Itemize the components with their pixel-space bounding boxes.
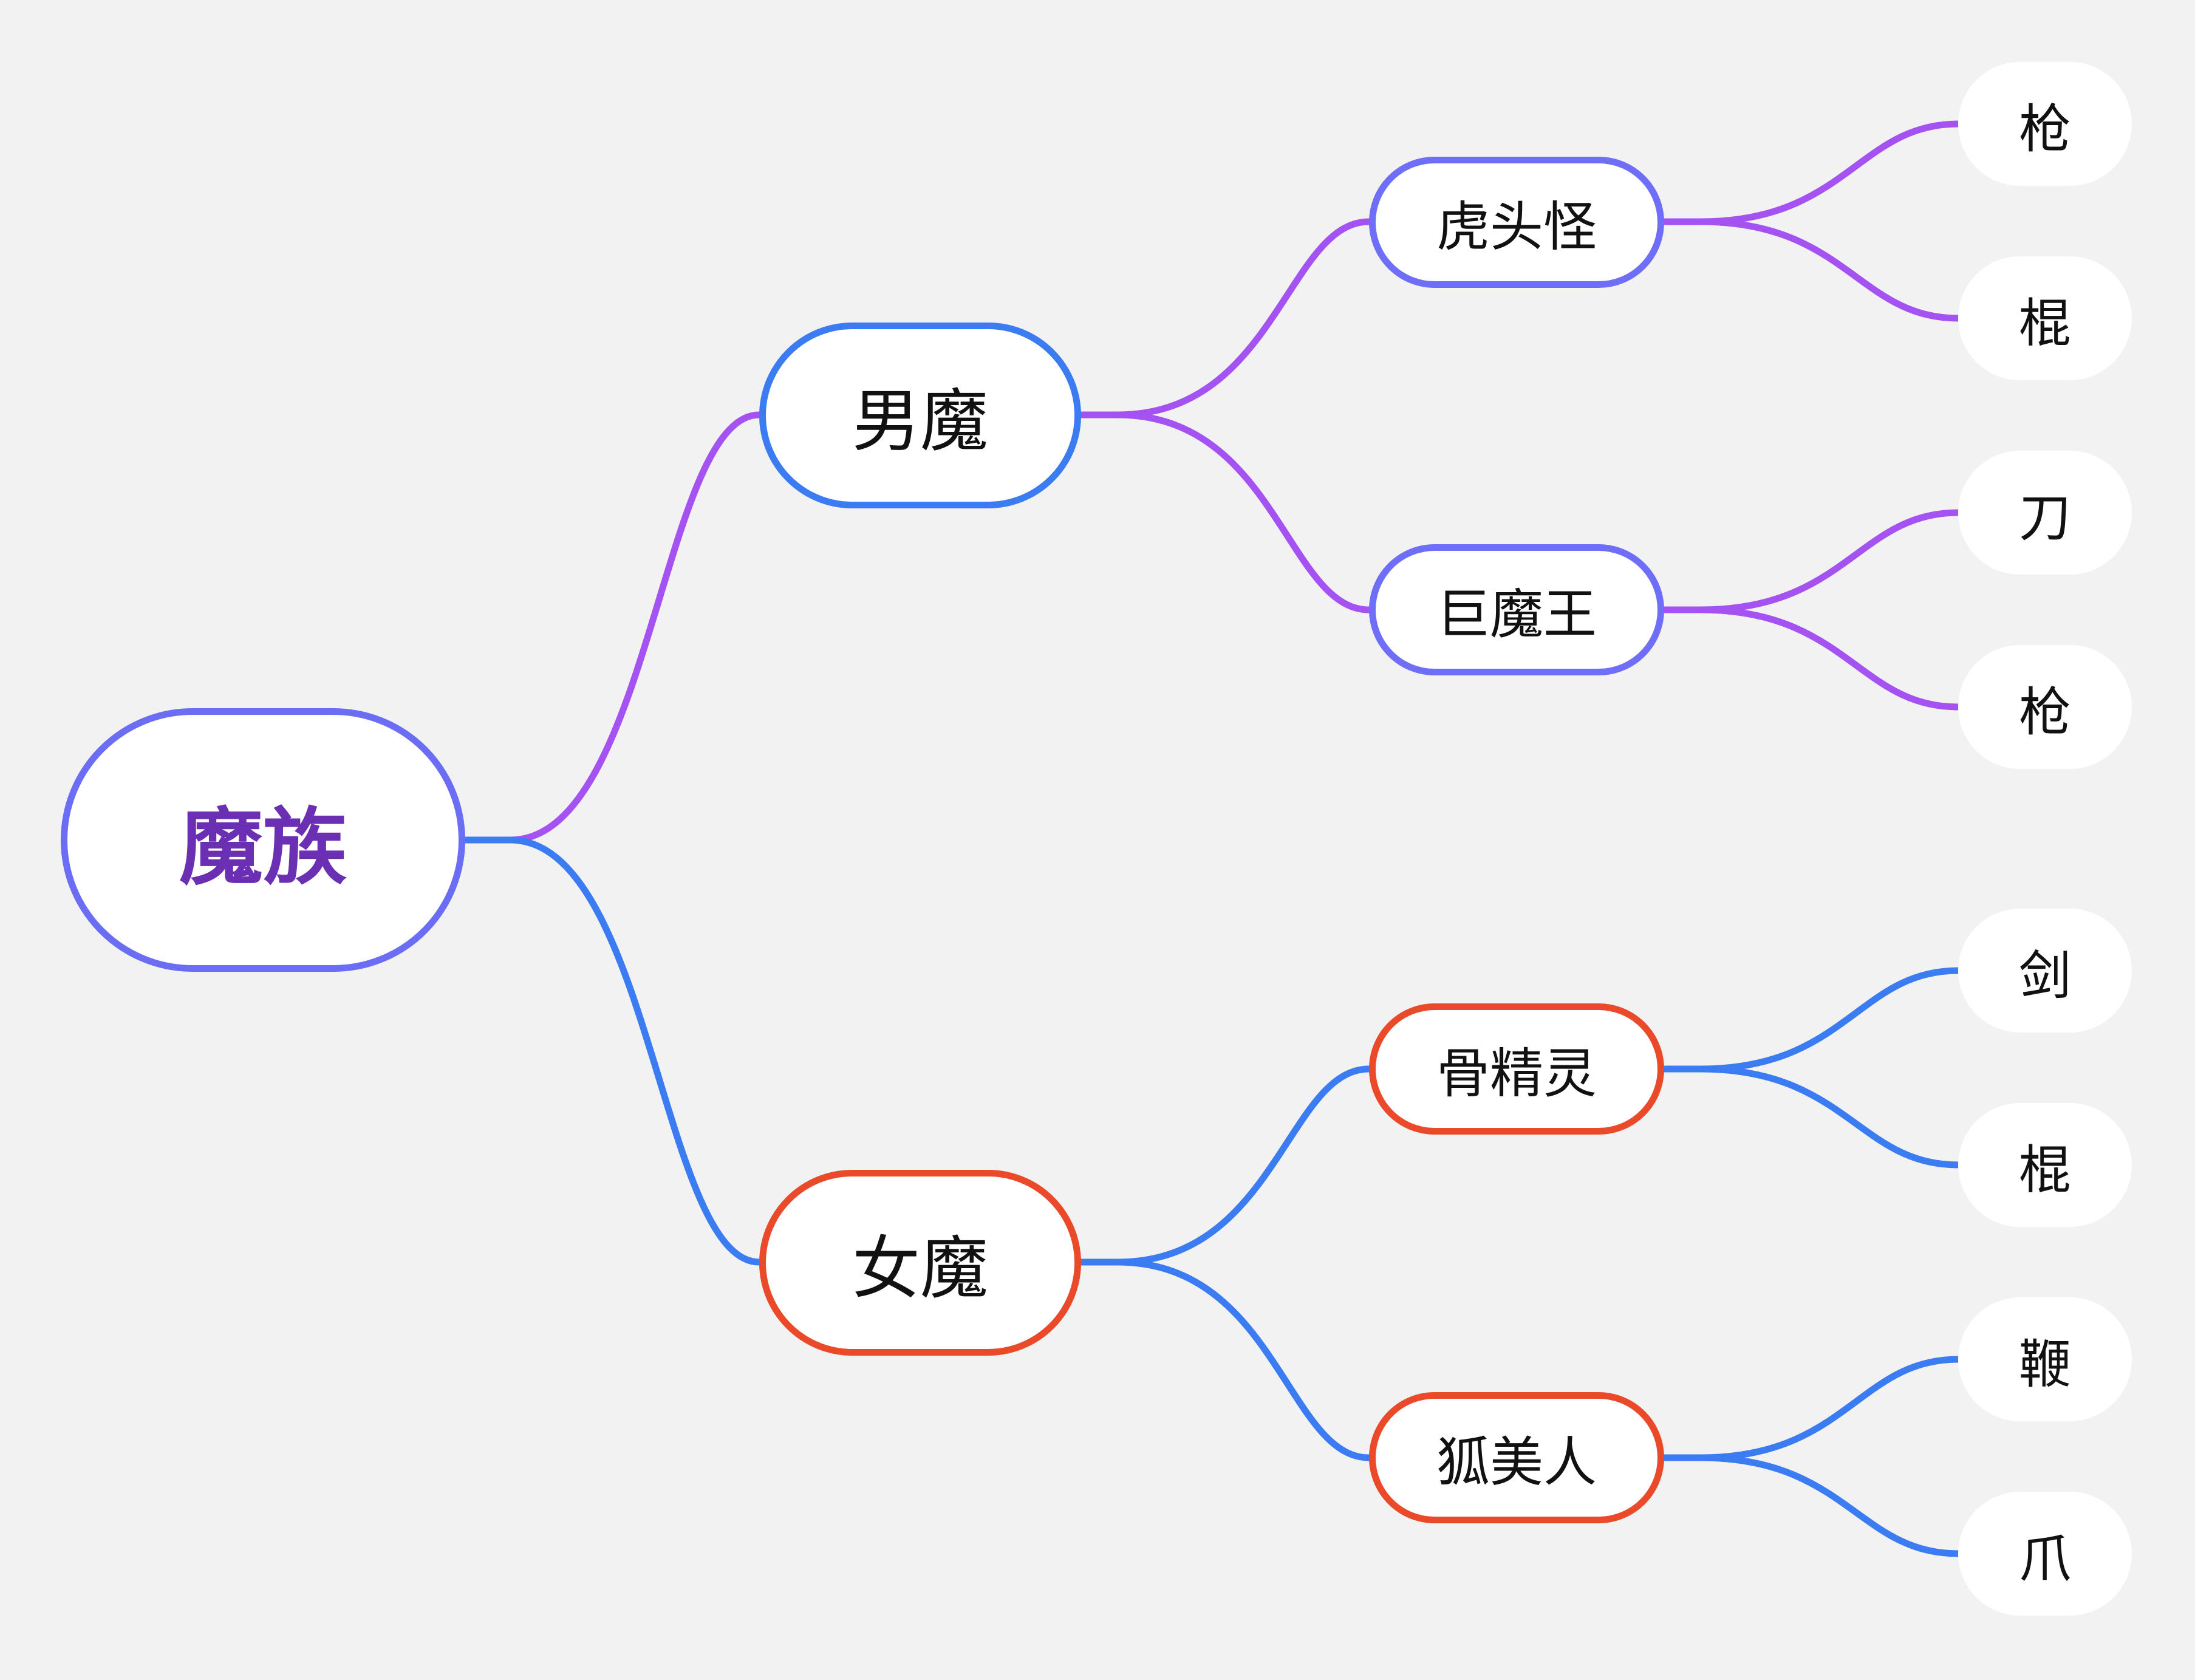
branch-label: 女魔: [852, 1229, 988, 1308]
subnode-label: 骨精灵: [1436, 1042, 1597, 1105]
subnode-label: 狐美人: [1436, 1430, 1597, 1494]
connector-tiger-leaf-1: [1661, 218, 1962, 322]
connector-fox-leaf-1: [1661, 1454, 1962, 1557]
connector-tiger-leaf-0: [1661, 120, 1962, 225]
branch-label: 男魔: [852, 382, 988, 461]
subnode-bone[interactable]: 骨精灵: [1369, 1003, 1664, 1135]
leaf-label: 刀: [2019, 487, 2071, 548]
subnode-fox[interactable]: 狐美人: [1369, 1392, 1664, 1523]
connector-bone-leaf-1: [1661, 1065, 1962, 1169]
leaf-label: 剑: [2019, 945, 2071, 1006]
connector-giant-leaf-1: [1661, 606, 1962, 711]
subnode-giant[interactable]: 巨魔王: [1369, 544, 1664, 675]
subnode-tiger[interactable]: 虎头怪: [1369, 157, 1664, 288]
root-node[interactable]: 魔族: [61, 708, 465, 972]
leaf-label: 枪: [2019, 681, 2071, 743]
leaf-node[interactable]: 爪: [1958, 1492, 2132, 1616]
leaf-node[interactable]: 鞭: [1958, 1297, 2132, 1421]
connector-giant-leaf-0: [1661, 509, 1962, 613]
subnode-label: 虎头怪: [1436, 195, 1597, 258]
leaf-node[interactable]: 枪: [1958, 62, 2132, 186]
leaf-label: 爪: [2019, 1528, 2071, 1590]
connector-fox-leaf-0: [1661, 1356, 1962, 1461]
leaf-node[interactable]: 刀: [1958, 451, 2132, 575]
leaf-node[interactable]: 棍: [1958, 256, 2132, 380]
leaf-node[interactable]: 枪: [1958, 645, 2132, 769]
root-label: 魔族: [179, 799, 347, 896]
connector-female-fox: [1077, 1258, 1373, 1461]
leaf-label: 鞭: [2019, 1334, 2071, 1395]
branch-node-female[interactable]: 女魔: [759, 1170, 1081, 1356]
connector-root-male: [462, 411, 763, 844]
leaf-label: 枪: [2019, 98, 2071, 160]
connector-male-tiger: [1077, 218, 1373, 418]
connector-bone-leaf-0: [1661, 967, 1962, 1073]
leaf-label: 棍: [2019, 293, 2071, 354]
connector-male-giant: [1077, 411, 1373, 613]
connector-root-female: [462, 836, 763, 1266]
branch-node-male[interactable]: 男魔: [759, 323, 1081, 508]
leaf-label: 棍: [2019, 1139, 2071, 1201]
leaf-node[interactable]: 剑: [1958, 909, 2132, 1033]
leaf-node[interactable]: 棍: [1958, 1103, 2132, 1227]
connector-female-bone: [1077, 1065, 1373, 1266]
subnode-label: 巨魔王: [1436, 582, 1597, 646]
